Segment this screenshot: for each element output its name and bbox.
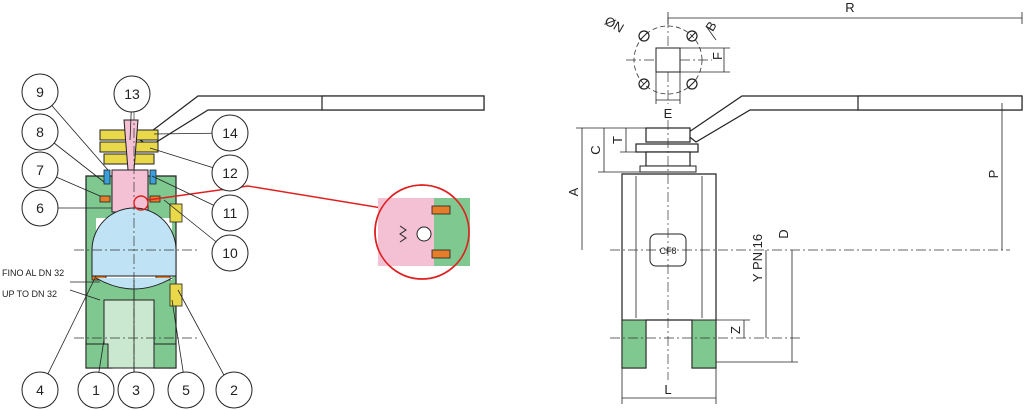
callout-6: 6 [21, 189, 59, 227]
dim-L: L [664, 382, 671, 397]
callout-10: 10 [211, 234, 249, 272]
callout-13: 13 [113, 75, 151, 113]
callout-8: 8 [21, 113, 59, 151]
callout-1: 1 [77, 371, 115, 409]
callout-5: 5 [167, 371, 205, 409]
dim-P: P [986, 170, 1001, 179]
dim-R: R [845, 0, 854, 15]
callout-14: 14 [211, 114, 249, 152]
front-view: CF8 [610, 95, 1023, 380]
iso-flange-top-view [626, 18, 712, 104]
callout-balloons: 9 8 7 6 13 14 12 11 10 4 1 3 5 2 [21, 73, 253, 409]
dim-Z: Z [728, 326, 743, 334]
sectional-view [74, 95, 485, 380]
dim-B: B [702, 19, 719, 34]
dim-F: F [710, 52, 725, 60]
svg-text:12: 12 [222, 165, 238, 181]
dim-Y: Y PN 16 [750, 234, 765, 282]
callout-12: 12 [211, 154, 249, 192]
dim-T: T [610, 136, 625, 144]
callout-4: 4 [21, 371, 59, 409]
callout-3: 3 [117, 371, 155, 409]
dimension-lines [576, 12, 1023, 404]
svg-text:6: 6 [36, 200, 44, 216]
note-english: UP TO DN 32 [2, 289, 57, 299]
callout-11: 11 [211, 194, 249, 232]
callout-2: 2 [215, 371, 253, 409]
svg-text:10: 10 [222, 245, 238, 261]
svg-text:14: 14 [222, 125, 238, 141]
note-italian: FINO AL DN 32 [2, 268, 64, 278]
svg-text:2: 2 [230, 382, 238, 398]
svg-text:4: 4 [36, 382, 44, 398]
dim-A: A [566, 187, 581, 196]
svg-text:5: 5 [182, 382, 190, 398]
svg-text:9: 9 [36, 84, 44, 100]
svg-text:1: 1 [92, 382, 100, 398]
dim-D: D [776, 229, 791, 238]
svg-text:3: 3 [132, 382, 140, 398]
svg-text:7: 7 [36, 162, 44, 178]
dim-N: ØN [602, 13, 626, 36]
svg-text:8: 8 [36, 124, 44, 140]
dimension-labels: R ØN B F E A C T P D Y PN 16 Z L [566, 0, 1001, 397]
svg-text:11: 11 [223, 205, 238, 221]
dim-C: C [588, 145, 603, 154]
dim-E: E [664, 106, 673, 121]
callout-9: 9 [21, 73, 59, 111]
svg-text:13: 13 [124, 86, 140, 102]
callout-7: 7 [21, 151, 59, 189]
detail-view [374, 184, 470, 280]
